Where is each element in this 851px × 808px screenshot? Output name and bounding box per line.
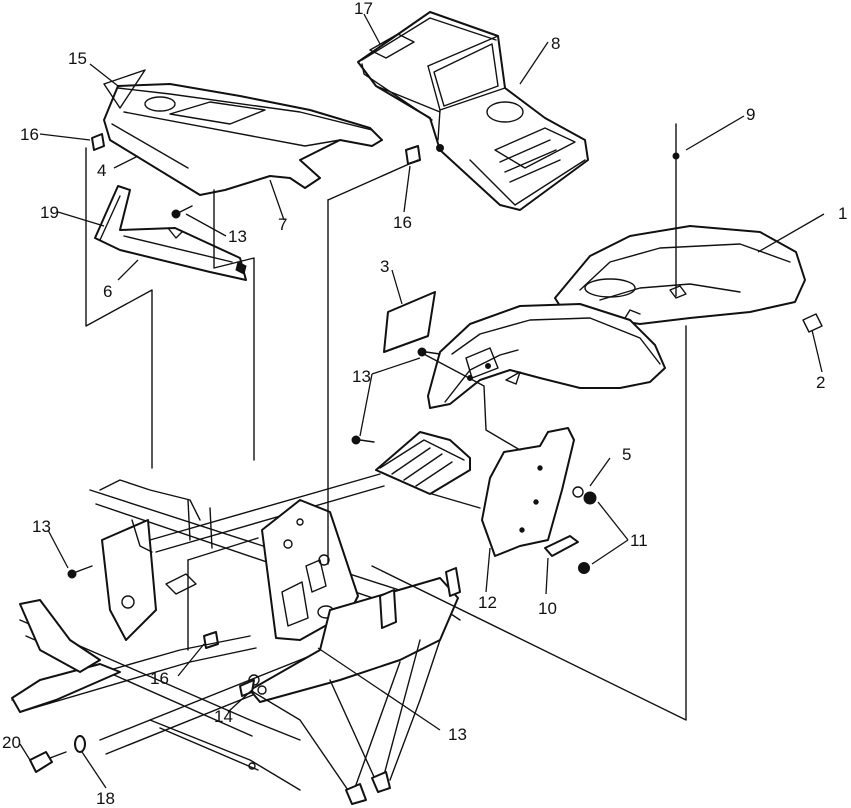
callout-16-frame: 16 — [150, 669, 169, 688]
front-hood — [103, 69, 383, 196]
screws-13 — [67, 205, 441, 579]
callout-3: 3 — [380, 257, 389, 276]
callout-13-fender: 13 — [352, 367, 371, 386]
callout-12: 12 — [478, 593, 497, 612]
fender-decal-2 — [802, 313, 823, 333]
callout-13-frame-left: 13 — [32, 517, 51, 536]
number-plate — [481, 427, 575, 557]
hood-decal — [103, 69, 146, 109]
callout-17: 17 — [354, 0, 373, 18]
callout-13-frame-right: 13 — [448, 725, 467, 744]
callout-8: 8 — [551, 34, 560, 53]
callout-10: 10 — [538, 599, 557, 618]
decal-3 — [383, 291, 436, 353]
callout-2: 2 — [816, 373, 825, 392]
callout-14: 14 — [214, 707, 233, 726]
callout-11: 11 — [630, 531, 648, 550]
callout-16-console: 16 — [393, 213, 412, 232]
mount-block — [375, 431, 471, 495]
knob-and-washer — [29, 735, 86, 773]
callout-4: 4 — [97, 161, 106, 180]
plate-bracket — [544, 535, 579, 557]
callout-16-hood: 16 — [20, 125, 39, 144]
callout-9: 9 — [746, 105, 755, 124]
rear-fender — [554, 225, 823, 333]
callout-18: 18 — [96, 789, 115, 808]
leader-lines — [19, 13, 825, 789]
callout-1: 1 — [838, 204, 847, 223]
callout-20: 20 — [2, 733, 21, 752]
callout-7: 7 — [278, 215, 287, 234]
callout-13-hood: 13 — [228, 227, 247, 246]
callout-15: 15 — [68, 49, 87, 68]
front-console — [357, 11, 589, 211]
callout-6: 6 — [103, 282, 112, 301]
frame — [11, 473, 461, 805]
front-fender — [427, 303, 666, 409]
callout-19: 19 — [40, 203, 59, 222]
hood-support-bracket — [94, 185, 247, 281]
nut-washer-set — [572, 486, 597, 574]
callout-5: 5 — [622, 445, 631, 464]
console-decal-outline — [369, 33, 415, 59]
